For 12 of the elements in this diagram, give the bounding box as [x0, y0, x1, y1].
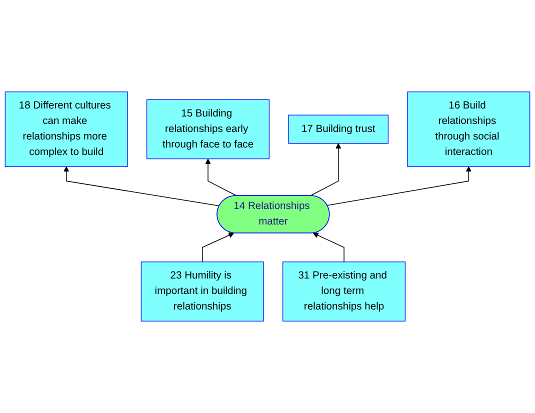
arrow [310, 143, 342, 196]
node-box: 23 Humility is important in building relationships [140, 262, 264, 322]
node-box: 15 Building relationships early through face to face [146, 99, 270, 160]
arrow [326, 166, 472, 206]
arrow [312, 232, 344, 262]
arrow [205, 158, 238, 196]
node-box: 31 Pre-existing and long term relationships help [282, 262, 406, 322]
node-box: 17 Building trust [288, 114, 388, 144]
arrow [64, 166, 220, 206]
node-box: 16 Build relationships through social interaction [407, 92, 530, 167]
node-box: 18 Different cultures can make relationships more complex to build [4, 92, 128, 167]
arrow [202, 232, 234, 262]
